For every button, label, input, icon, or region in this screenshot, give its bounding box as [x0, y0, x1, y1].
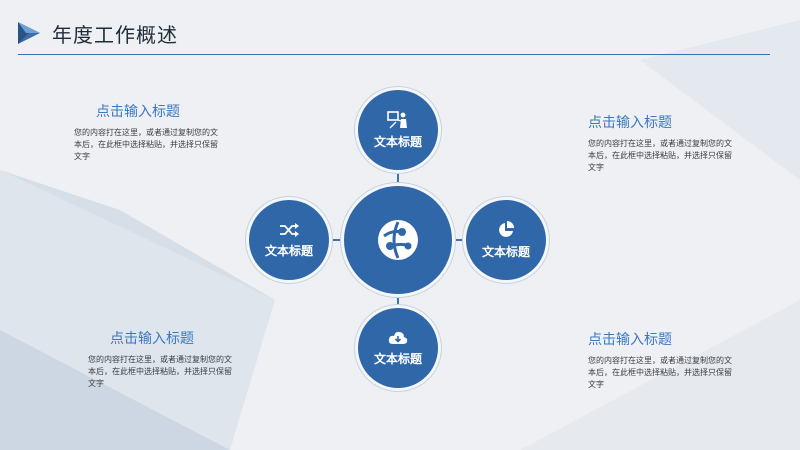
text-block-left-bottom: 点击输入标题 您的内容打在这里，或者通过复制您的文本后，在此框中选择粘贴，并选择…: [88, 328, 238, 390]
center-hub: [344, 186, 452, 294]
pie-chart-icon: [499, 220, 514, 237]
node-top[interactable]: 文本标题: [358, 90, 438, 170]
slide-header: 年度工作概述: [0, 0, 800, 56]
page-title: 年度工作概述: [52, 23, 178, 47]
globe-network-icon: [378, 220, 418, 260]
bg-shard-left-dark: [0, 170, 275, 300]
node-right-label: 文本标题: [481, 244, 530, 259]
text-block-right-bottom: 点击输入标题 您的内容打在这里，或者通过复制您的文本后，在此框中选择粘贴，并选择…: [588, 329, 738, 391]
bg-shard-left-bottom: [0, 330, 230, 450]
bg-shard-bottom-right: [520, 300, 800, 450]
connector-bottom: [397, 292, 399, 310]
cloud-download-icon: [388, 331, 408, 344]
text-block-title[interactable]: 点击输入标题: [110, 331, 194, 347]
node-right[interactable]: 文本标题: [466, 200, 546, 280]
presentation-icon: [387, 110, 407, 128]
text-block-body[interactable]: 您的内容打在这里，或者通过复制您的文本后，在此框中选择粘贴，并选择只保留文字: [588, 356, 732, 389]
node-left-label: 文本标题: [264, 243, 313, 258]
title-arrow-icon: [18, 22, 40, 44]
node-top-label: 文本标题: [373, 134, 422, 149]
header-divider: [18, 54, 770, 55]
text-block-left-top: 点击输入标题 您的内容打在这里，或者通过复制您的文本后，在此框中选择粘贴，并选择…: [74, 101, 224, 163]
node-bottom[interactable]: 文本标题: [358, 308, 438, 388]
text-block-right-top: 点击输入标题 您的内容打在这里，或者通过复制您的文本后，在此框中选择粘贴，并选择…: [588, 112, 738, 174]
text-block-body[interactable]: 您的内容打在这里，或者通过复制您的文本后，在此框中选择粘贴，并选择只保留文字: [588, 139, 732, 172]
text-block-body[interactable]: 您的内容打在这里，或者通过复制您的文本后，在此框中选择粘贴，并选择只保留文字: [74, 128, 218, 161]
connector-right: [450, 239, 468, 241]
bg-shard-right: [640, 20, 800, 180]
text-block-title[interactable]: 点击输入标题: [588, 332, 672, 348]
shuffle-icon: [280, 222, 299, 237]
node-left[interactable]: 文本标题: [249, 200, 329, 280]
text-block-body[interactable]: 您的内容打在这里，或者通过复制您的文本后，在此框中选择粘贴，并选择只保留文字: [88, 355, 232, 388]
node-bottom-label: 文本标题: [373, 351, 422, 366]
connector-left: [327, 239, 346, 241]
text-block-title[interactable]: 点击输入标题: [588, 115, 672, 131]
text-block-title[interactable]: 点击输入标题: [96, 104, 180, 120]
connector-top: [397, 168, 399, 188]
